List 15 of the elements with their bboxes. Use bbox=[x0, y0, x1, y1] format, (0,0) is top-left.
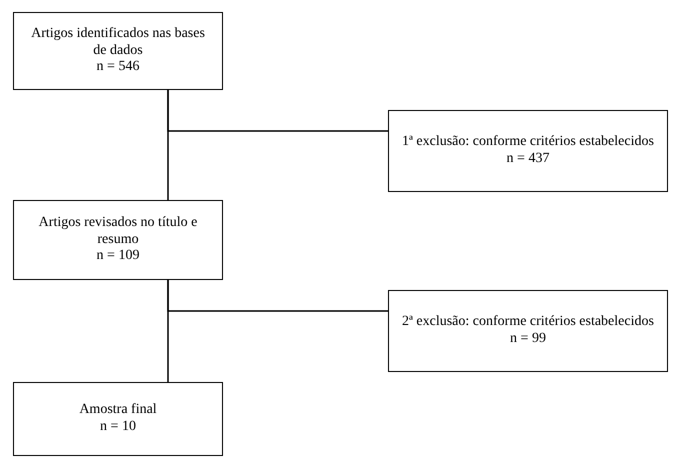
process-box bbox=[388, 290, 668, 372]
box-text: 1ª exclusão: conforme critérios estabelecidos bbox=[402, 134, 654, 151]
count-text: n = 109 bbox=[96, 248, 140, 266]
process-box bbox=[388, 110, 668, 192]
connector-line bbox=[167, 90, 388, 132]
box-text: 2ª exclusão: conforme critérios estabelecidos bbox=[402, 314, 654, 331]
box-text: Amostra final bbox=[79, 402, 157, 419]
process-box bbox=[13, 12, 223, 90]
connector-line bbox=[167, 280, 388, 312]
count-text: n = 10 bbox=[100, 419, 136, 436]
process-box bbox=[13, 200, 223, 280]
count-text: n = 99 bbox=[510, 331, 546, 348]
process-box bbox=[13, 382, 223, 456]
count-text: n = 437 bbox=[506, 151, 550, 168]
count-text: n = 546 bbox=[96, 59, 140, 76]
